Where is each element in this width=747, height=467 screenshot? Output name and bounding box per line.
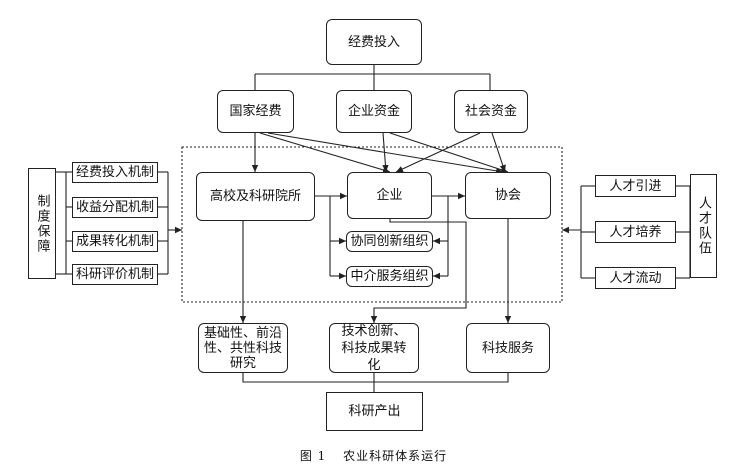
talent-mobility-box: 人才流动 [595, 267, 676, 289]
association-box: 协会 [465, 172, 551, 219]
talent-item-label: 人才流动 [609, 270, 662, 286]
social-funds-box: 社会资金 [454, 90, 528, 133]
outputs-merge [242, 373, 509, 383]
tech-innovation-box: 技术创新、科技成果转化 [329, 323, 419, 373]
funding-input-label: 经费投入 [347, 34, 400, 50]
enterprise-box: 企业 [347, 172, 432, 219]
talent-team-box: 人才队伍 [690, 174, 717, 278]
institutional-guarantee-label: 制度保障 [34, 193, 50, 254]
enterprise-label: 企业 [376, 188, 403, 203]
national-funding-label: 国家经费 [229, 104, 282, 119]
basic-research-label: 基础性、前沿性、共性科技研究 [203, 325, 282, 371]
enterprise-funds-label: 企业资金 [347, 104, 400, 119]
talent-introduction-box: 人才引进 [595, 175, 676, 197]
talent-item-label: 人才培养 [609, 224, 662, 240]
mechanism-label: 科研评价机制 [75, 267, 154, 282]
mechanism-achievement-transfer: 成果转化机制 [72, 231, 158, 252]
research-output-box: 科研产出 [326, 392, 423, 431]
mechanism-benefit-distribution: 收益分配机制 [72, 197, 158, 218]
national-to-association [267, 132, 504, 175]
system-boundary [181, 146, 563, 303]
enterprise-to-innovation [370, 219, 467, 323]
mechanism-label: 收益分配机制 [75, 200, 154, 215]
mechanism-label: 经费投入机制 [75, 165, 154, 180]
institutional-guarantee-box: 制度保障 [28, 168, 56, 279]
talent-item-label: 人才引进 [609, 178, 662, 194]
collab-innovation-box: 协同创新组织 [346, 231, 433, 252]
national-funding-box: 国家经费 [217, 90, 294, 133]
collab-innovation-label: 协同创新组织 [350, 234, 429, 249]
funding-input-box: 经费投入 [326, 19, 422, 65]
social-to-enterprise [395, 132, 481, 173]
figure-number: 图 1 [299, 449, 327, 463]
social-to-association [491, 132, 506, 173]
tech-innovation-label: 技术创新、科技成果转化 [341, 323, 407, 373]
talent-team-label: 人才队伍 [696, 196, 711, 256]
talent-training-box: 人才培养 [595, 221, 676, 243]
association-label: 协会 [494, 188, 521, 203]
enterprise-funds-box: 企业资金 [336, 90, 412, 133]
tech-service-label: 科技服务 [481, 340, 534, 356]
mechanism-funding: 经费投入机制 [72, 162, 158, 183]
basic-research-box: 基础性、前沿性、共性科技研究 [198, 323, 288, 373]
social-funds-label: 社会资金 [464, 104, 517, 119]
university-box: 高校及科研院所 [196, 172, 315, 221]
tech-service-box: 科技服务 [466, 323, 550, 373]
figure-caption: 图 1 农业科研体系运行 [0, 447, 747, 464]
national-to-enterprise [259, 132, 391, 174]
mechanism-research-evaluation: 科研评价机制 [72, 264, 158, 285]
university-label: 高校及科研院所 [209, 189, 301, 204]
intermediary-service-label: 中介服务组织 [350, 269, 429, 284]
intermediary-service-box: 中介服务组织 [346, 266, 433, 287]
research-output-label: 科研产出 [348, 404, 401, 419]
enterprise-funds-to-enterprise [382, 132, 389, 173]
mechanism-label: 成果转化机制 [75, 234, 154, 249]
figure-title: 农业科研体系运行 [343, 449, 448, 463]
enterprise-funds-to-association [389, 132, 509, 173]
